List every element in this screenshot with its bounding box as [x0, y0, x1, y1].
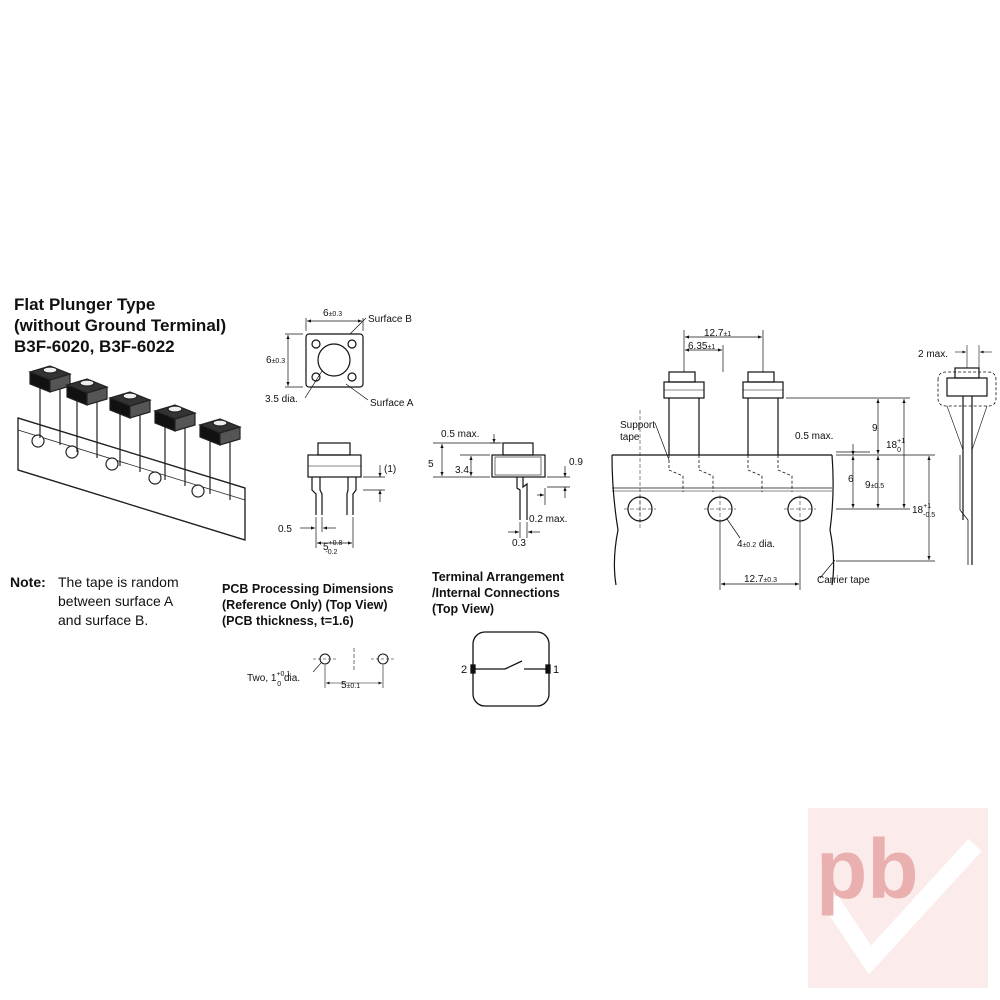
note-text: The tape is random between surface A and…: [58, 573, 258, 630]
switch-2: [65, 378, 109, 458]
switch-1: [28, 365, 72, 445]
side-max02-label: 0.2 max.: [529, 514, 567, 525]
note-line-3: and surface B.: [58, 612, 149, 628]
tape-hole-label: 4±0.2 dia.: [737, 539, 775, 550]
tape-max05-label: 0.5 max.: [795, 431, 833, 442]
front-pin-width-label: 0.5: [278, 524, 292, 535]
side-h5-label: 5: [428, 459, 434, 470]
pcb-spacing-label: 5±0.1: [341, 680, 360, 691]
front-view-labels: (1) 0.5 5+0.8-0.2: [278, 464, 396, 556]
tape-pitch-top-label: 12.7±1: [704, 328, 731, 339]
switch-5: [198, 418, 242, 500]
switch-4: [153, 404, 197, 486]
side-d09-label: 0.9: [569, 457, 583, 468]
tape-pitch-bottom-label: 12.7±0.3: [744, 574, 777, 585]
tape-d6-label: 6: [848, 474, 854, 485]
switch-front-view: [300, 442, 385, 548]
carrier-tape-label: Carrier tape: [817, 575, 870, 586]
top-view-labels: 6±0.3 6±0.3 Surface B Surface A 3.5 dia.: [265, 308, 414, 409]
terminal-title-1: Terminal Arrangement: [432, 570, 564, 584]
tape-max2-label: 2 max.: [918, 349, 948, 360]
terminal-title-3: (Top View): [432, 602, 495, 616]
terminal-labels: 2 1: [461, 664, 559, 676]
switch-side-view: [433, 434, 570, 538]
title-line-3: B3F-6020, B3F-6022: [14, 337, 175, 356]
tape-d18b-label: 18+1-0.5: [912, 503, 935, 519]
terminal-diagram: [470, 631, 551, 707]
front-paren-label: (1): [384, 464, 396, 475]
surface-a-label: Surface A: [370, 398, 414, 409]
product-illustration: [17, 365, 246, 541]
top-width-label: 6±0.3: [323, 308, 342, 319]
side-h34-label: 3.4: [455, 465, 469, 476]
tape-drawing: [611, 330, 997, 590]
note-label: Note:: [10, 574, 46, 590]
pin-2-label: 2: [461, 664, 467, 676]
side-view-labels: 0.5 max. 5 3.4 0.9 0.2 max. 0.3: [428, 429, 583, 549]
switch-3: [108, 391, 152, 472]
terminal-title-2: /Internal Connections: [432, 586, 560, 600]
pcb-dimension-drawing: [312, 648, 395, 688]
pcb-title-3: (PCB thickness, t=1.6): [222, 614, 354, 628]
side-d03-label: 0.3: [512, 538, 526, 549]
pb-logo-watermark: pb: [808, 808, 988, 988]
front-pitch-label: 5+0.8-0.2: [323, 540, 342, 556]
surface-b-label: Surface B: [368, 314, 412, 325]
pcb-title: PCB Processing Dimensions (Reference Onl…: [222, 581, 394, 629]
top-height-label: 6±0.3: [266, 355, 285, 366]
note-line-2: between surface A: [58, 593, 174, 609]
terminal-title: Terminal Arrangement /Internal Connectio…: [432, 569, 564, 617]
switch-top-view: [285, 317, 369, 401]
tape-labels: 12.7±1 6.35±1 Support tape 0.5 max. 9 18…: [620, 328, 948, 586]
pcb-title-1: PCB Processing Dimensions: [222, 582, 394, 596]
top-dia-label: 3.5 dia.: [265, 394, 298, 405]
note-line-1: The tape is random: [58, 574, 179, 590]
note-block: Note: The tape is random between surface…: [10, 573, 179, 628]
watermark-text: pb: [816, 822, 919, 916]
side-max05-label: 0.5 max.: [441, 429, 479, 440]
pcb-title-2: (Reference Only) (Top View): [222, 598, 388, 612]
tape-half-pitch-label: 6.35±1: [688, 341, 715, 352]
title-line-2: (without Ground Terminal): [14, 316, 227, 335]
support-tape-label-2: tape: [620, 432, 640, 443]
tape-d9-label: 9: [872, 423, 878, 434]
title-line-1: Flat Plunger Type: [14, 295, 156, 314]
page-title: Flat Plunger Type (without Ground Termin…: [14, 294, 226, 357]
tape-d9b-label: 9±0.5: [865, 480, 884, 491]
support-tape-label-1: Support: [620, 420, 655, 431]
pin-1-label: 1: [553, 664, 559, 676]
